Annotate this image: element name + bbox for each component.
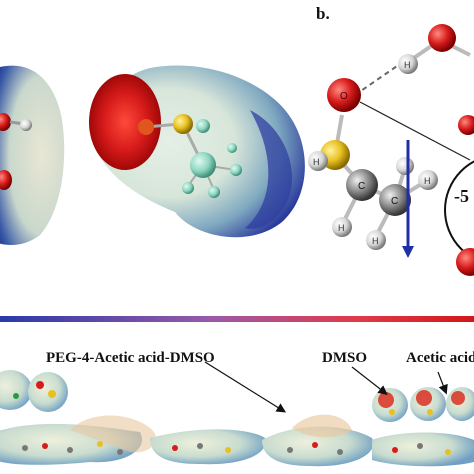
pointer-arrow-peg — [204, 361, 287, 413]
hydrogen-atom — [196, 119, 210, 133]
oxygen-atom — [456, 248, 474, 276]
carbon-atom — [190, 152, 216, 178]
hydrogen-atom — [366, 230, 386, 250]
esp-color-scale — [0, 316, 474, 322]
oxygen-atom — [327, 78, 361, 112]
atom-letter: H — [313, 157, 320, 167]
carbon-atom — [379, 184, 411, 216]
oxygen-atom — [0, 170, 12, 190]
esp-cluster-acetic — [372, 387, 474, 422]
dipole-arrowhead — [402, 246, 414, 258]
hydrogen-atom — [230, 164, 242, 176]
pointer-arrow-dmso — [351, 366, 388, 395]
hydrogen-atom — [418, 170, 438, 190]
hydrogen-bond — [354, 63, 401, 96]
atom-letter: H — [404, 60, 411, 70]
hydrogen-atom — [227, 143, 237, 153]
atom-letter: H — [424, 176, 431, 186]
atom-letter: O — [340, 91, 348, 102]
hydrogen-atom — [396, 157, 414, 175]
panel-b-label: b. — [316, 4, 330, 23]
carbon-atom — [346, 169, 378, 201]
hydrogen-atom — [20, 119, 32, 131]
atom-letter: H — [338, 223, 345, 233]
esp-cluster-left — [0, 370, 68, 412]
hydrogen-atom — [308, 151, 328, 171]
oxygen-atom — [458, 115, 474, 135]
negative-region — [89, 74, 161, 170]
esp-row-chains — [0, 414, 474, 467]
pointer-arrow-acetic — [437, 371, 448, 395]
oxygen-atom — [428, 24, 456, 52]
hydrogen-atom — [332, 217, 352, 237]
atom-letter: C — [391, 196, 398, 207]
atom-letter: H — [372, 236, 379, 246]
dmso-label: DMSO — [322, 350, 367, 366]
acetic-acid-label: Acetic acid — [406, 350, 474, 366]
oxygen-atom — [138, 119, 154, 135]
hydrogen-atom — [208, 186, 220, 198]
sulfur-atom — [173, 114, 193, 134]
hydrogen-atom — [182, 182, 194, 194]
esp-surface-left — [0, 65, 65, 245]
atom-letter: C — [358, 181, 365, 192]
energy-circle — [444, 160, 474, 260]
hydrogen-atom — [398, 54, 418, 74]
panel-b-molecule: H O H C C H H H — [308, 24, 474, 276]
energy-value-fragment: -5 — [454, 186, 469, 206]
oxygen-atom — [0, 113, 11, 131]
bottom-esp-row — [0, 361, 474, 467]
peg-complex-label: PEG-4-Acetic acid-DMSO — [46, 350, 215, 366]
esp-surface-dmso — [89, 65, 305, 238]
